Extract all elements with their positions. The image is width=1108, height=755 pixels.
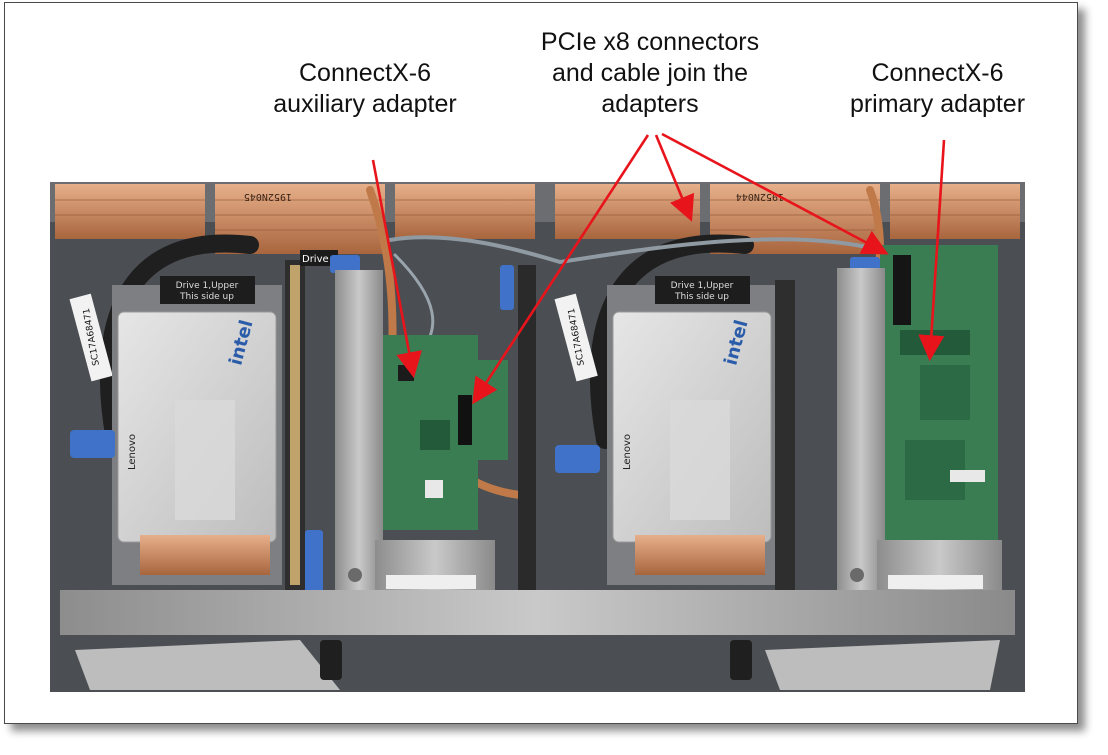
drive-slot-label: Drive 0 xyxy=(302,254,338,265)
label-primary-adapter: ConnectX-6 primary adapter xyxy=(849,59,1026,118)
bottom-handles xyxy=(60,590,1015,690)
blue-latches xyxy=(70,255,880,600)
arrow-pcie-cable xyxy=(654,134,695,222)
annotation-arrows xyxy=(371,132,946,405)
drive-cage-left: Drive 1,Upper This side up intel Lenovo xyxy=(112,276,282,585)
ssd-vendor-left: Lenovo xyxy=(127,434,138,470)
drive-tag-line1-right: Drive 1,Upper xyxy=(671,281,734,291)
arrow-aux-adapter xyxy=(371,159,422,379)
drive-tag-line2-right: This side up xyxy=(674,292,729,302)
arrow-pcie-primary xyxy=(661,132,889,255)
cable-tags: SC17A68471 SC17A68471 xyxy=(69,293,598,382)
dimm-slots: Drive 0 xyxy=(285,250,795,595)
label-aux-adapter: ConnectX-6 auxiliary adapter xyxy=(273,59,457,118)
riser-bracket-left xyxy=(335,270,495,605)
primary-adapter-board xyxy=(880,245,998,570)
ssd-vendor-right: Lenovo xyxy=(622,434,633,470)
arrow-primary-adapter xyxy=(918,139,946,362)
drive-tag-line1: Drive 1,Upper xyxy=(176,281,239,291)
drive-tag-line2: This side up xyxy=(179,292,234,302)
label-pcie-connectors: PCIe x8 connectors and cable join the ad… xyxy=(540,28,760,118)
heatsink-label-left: 1952N045 xyxy=(244,191,292,202)
heatsink-label-right: 1952N044 xyxy=(736,191,784,202)
arrow-pcie-aux xyxy=(472,134,650,405)
drive-cage-right: Drive 1,Upper This side up intel Lenovo xyxy=(607,276,777,585)
